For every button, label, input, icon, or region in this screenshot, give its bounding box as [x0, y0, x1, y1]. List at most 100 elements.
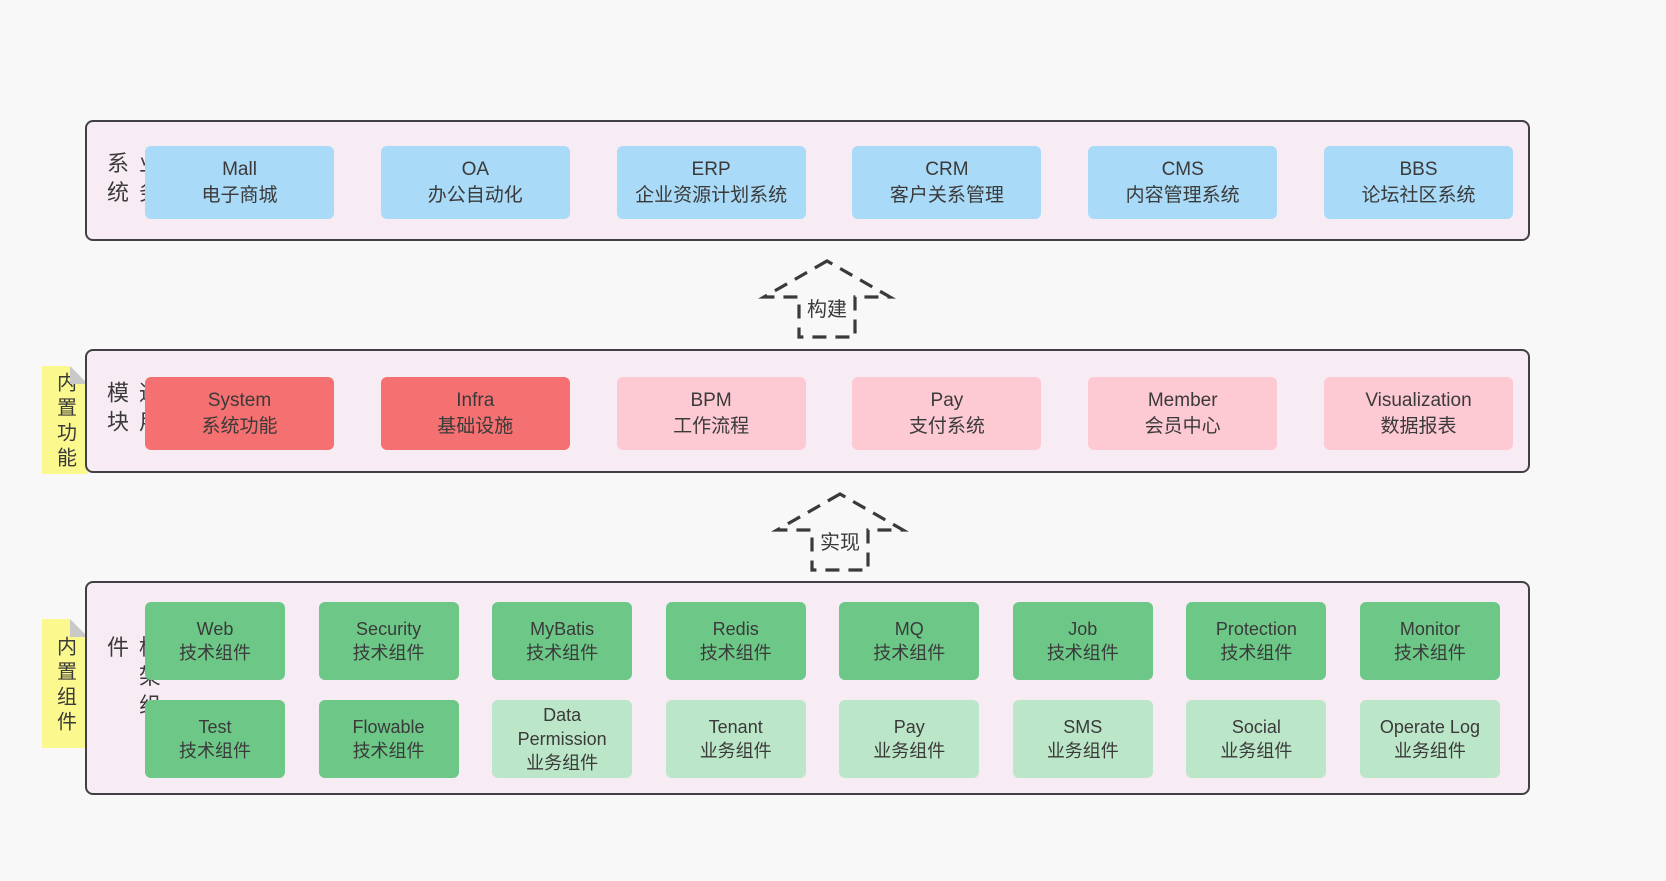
box-subtitle: 技术组件: [1046, 643, 1119, 663]
box-title: Flowable: [352, 717, 425, 737]
box-title: Web: [196, 619, 234, 639]
box-title: Job: [1068, 619, 1098, 639]
box-flowable: Flowable 技术组件: [318, 700, 459, 778]
box-title: Monitor: [1399, 619, 1460, 639]
box-subtitle: 论坛社区系统: [1361, 184, 1476, 206]
section-business-systems: 业务系统 Mall 电子商城 OA 办公自动化 ERP 企业资源计划系统 CRM…: [85, 120, 1530, 241]
up-arrow-icon: [770, 492, 910, 572]
box-title: Tenant: [708, 717, 763, 737]
box-title: Pay: [893, 717, 925, 737]
box-tenant: Tenant 业务组件: [665, 700, 806, 778]
box-title: BPM: [690, 389, 732, 411]
box-subtitle: 技术组件: [873, 643, 946, 663]
box-subtitle: 技术组件: [179, 741, 251, 761]
dashed-up-arrow-build: 构建: [752, 256, 902, 342]
box-subtitle: 技术组件: [352, 741, 425, 761]
sticky-note-label: 内置功能: [53, 372, 76, 473]
box-title: OA: [461, 158, 490, 180]
box-mall: Mall 电子商城: [145, 146, 334, 219]
box-title: Visualization: [1365, 389, 1472, 411]
box-title: Test: [198, 717, 232, 737]
box-operate-log: Operate Log 业务组件: [1359, 700, 1500, 778]
box-subtitle: 客户关系管理: [889, 184, 1004, 206]
box-subtitle: 业务组件: [526, 753, 599, 773]
box-subtitle: 技术组件: [1220, 643, 1293, 663]
box-title: MyBatis: [530, 619, 595, 639]
box-title: Pay: [930, 389, 964, 411]
box-title: Infra: [456, 389, 495, 411]
section-common-modules: 通用模块 System 系统功能 Infra 基础设施 BPM 工作流程 Pay…: [85, 349, 1530, 473]
modules-box-row: System 系统功能 Infra 基础设施 BPM 工作流程 Pay 支付系统…: [145, 377, 1513, 450]
arrow-label-build: 构建: [804, 293, 850, 322]
box-title: Member: [1147, 389, 1218, 411]
box-title: Social: [1231, 717, 1281, 737]
box-title: Data Permission: [517, 705, 607, 749]
box-member: Member 会员中心: [1088, 377, 1278, 450]
box-title: CMS: [1161, 158, 1204, 180]
box-subtitle: 基础设施: [437, 415, 514, 437]
box-subtitle: 业务组件: [1046, 741, 1119, 761]
sticky-fold-corner-icon: [70, 366, 88, 384]
box-cms: CMS 内容管理系统: [1088, 146, 1278, 219]
up-arrow-icon: [757, 259, 897, 339]
box-subtitle: 技术组件: [699, 643, 772, 663]
box-subtitle: 技术组件: [352, 643, 425, 663]
box-protection: Protection 技术组件: [1186, 602, 1327, 680]
box-title: ERP: [691, 158, 731, 180]
box-subtitle: 办公自动化: [427, 184, 523, 206]
box-title: Redis: [712, 619, 759, 639]
box-subtitle: 技术组件: [179, 643, 251, 663]
box-mq: MQ 技术组件: [839, 602, 980, 680]
box-title: System: [207, 389, 272, 411]
box-social: Social 业务组件: [1186, 700, 1327, 778]
box-title: Operate Log: [1379, 717, 1480, 737]
box-subtitle: 系统功能: [201, 415, 278, 437]
arrow-label-implement: 实现: [817, 526, 863, 555]
box-subtitle: 企业资源计划系统: [635, 184, 788, 206]
box-erp: ERP 企业资源计划系统: [616, 146, 806, 219]
box-crm: CRM 客户关系管理: [852, 146, 1042, 219]
box-subtitle: 业务组件: [699, 741, 772, 761]
box-test: Test 技术组件: [145, 700, 285, 778]
box-mybatis: MyBatis 技术组件: [492, 602, 633, 680]
box-redis: Redis 技术组件: [665, 602, 806, 680]
box-subtitle: 电子商城: [201, 184, 278, 206]
box-subtitle: 技术组件: [526, 643, 599, 663]
box-title: Security: [356, 619, 422, 639]
box-system: System 系统功能: [145, 377, 334, 450]
box-subtitle: 会员中心: [1144, 415, 1221, 437]
box-subtitle: 业务组件: [1220, 741, 1293, 761]
framework-box-row-1: Web 技术组件 Security 技术组件 MyBatis 技术组件 Redi…: [145, 602, 1500, 680]
sticky-note-built-in-features: 内置功能: [42, 366, 88, 474]
box-subtitle: 工作流程: [673, 415, 750, 437]
box-infra: Infra 基础设施: [380, 377, 570, 450]
box-job: Job 技术组件: [1012, 602, 1153, 680]
box-monitor: Monitor 技术组件: [1359, 602, 1500, 680]
box-data-permission: Data Permission 业务组件: [492, 700, 633, 778]
sticky-fold-corner-icon: [70, 619, 88, 637]
box-bbs: BBS 论坛社区系统: [1323, 146, 1513, 219]
box-title: BBS: [1399, 158, 1438, 180]
box-sms: SMS 业务组件: [1012, 700, 1153, 778]
box-pay-component: Pay 业务组件: [839, 700, 980, 778]
box-visualization: Visualization 数据报表: [1323, 377, 1513, 450]
box-subtitle: 技术组件: [1393, 643, 1466, 663]
box-web: Web 技术组件: [145, 602, 285, 680]
box-security: Security 技术组件: [318, 602, 459, 680]
box-title: Protection: [1215, 619, 1297, 639]
box-pay-module: Pay 支付系统: [852, 377, 1042, 450]
box-subtitle: 支付系统: [908, 415, 985, 437]
box-title: SMS: [1063, 717, 1103, 737]
box-subtitle: 业务组件: [1393, 741, 1466, 761]
box-subtitle: 业务组件: [873, 741, 946, 761]
sticky-note-built-in-components: 内置组件: [42, 619, 88, 748]
box-bpm: BPM 工作流程: [616, 377, 806, 450]
box-subtitle: 数据报表: [1380, 415, 1457, 437]
section-framework-components: 框架组件 Web 技术组件 Security 技术组件 MyBatis 技术组件…: [85, 581, 1530, 795]
business-box-row: Mall 电子商城 OA 办公自动化 ERP 企业资源计划系统 CRM 客户关系…: [145, 146, 1513, 219]
box-title: CRM: [925, 158, 969, 180]
box-title: Mall: [222, 158, 257, 180]
box-subtitle: 内容管理系统: [1125, 184, 1240, 206]
box-oa: OA 办公自动化: [380, 146, 570, 219]
framework-box-row-2: Test 技术组件 Flowable 技术组件 Data Permission …: [145, 700, 1500, 778]
